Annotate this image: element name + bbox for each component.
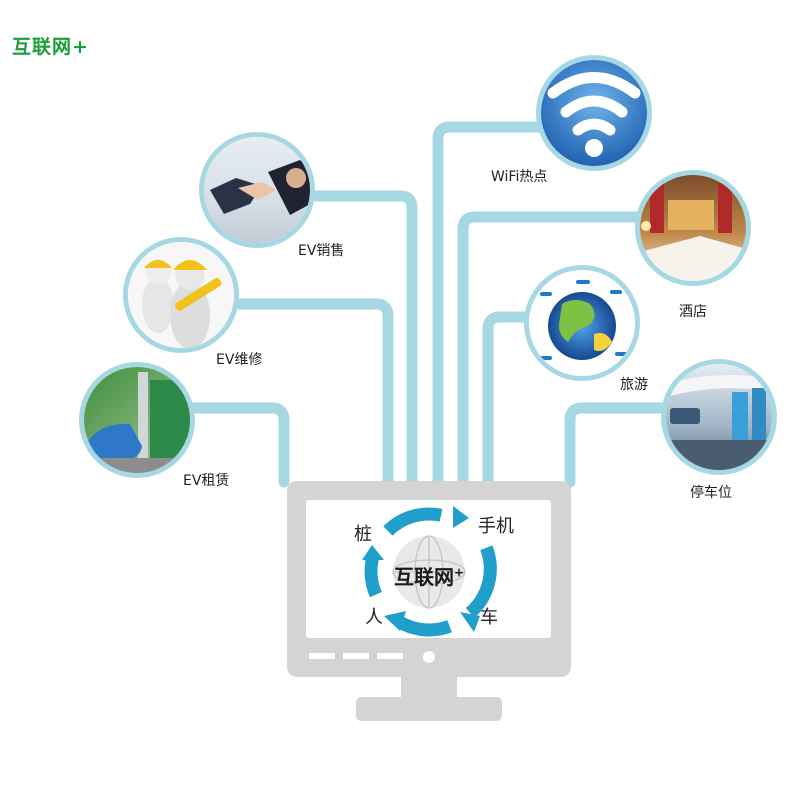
hub-graphic xyxy=(362,506,497,637)
label-ev-sales: EV销售 xyxy=(298,243,345,259)
connector-parking xyxy=(564,402,672,488)
wifi-cloud-icon xyxy=(541,60,647,166)
photo-ev-rental xyxy=(79,362,195,478)
monitor-stand xyxy=(356,697,502,721)
handshake-icon xyxy=(204,137,310,243)
hub-label-plus: + xyxy=(454,565,465,580)
cycle-word-car: 车 xyxy=(480,607,498,628)
label-wifi: WiFi热点 xyxy=(491,169,548,185)
cycle-word-phone: 手机 xyxy=(478,516,514,537)
cycle-word-pile: 桩 xyxy=(354,524,372,545)
monitor-button-2 xyxy=(343,653,369,659)
photo-ev-sales xyxy=(199,132,315,248)
workers-icon xyxy=(128,242,234,348)
cycle-word-person: 人 xyxy=(365,607,383,628)
monitor-button-3 xyxy=(377,653,403,659)
connector-hotel xyxy=(457,211,646,488)
photo-hotel xyxy=(635,170,751,286)
label-hotel: 酒店 xyxy=(679,304,707,320)
label-ev-rental: EV租赁 xyxy=(183,473,230,489)
connector-ev-sales xyxy=(304,190,418,488)
label-ev-repair: EV维修 xyxy=(216,352,263,368)
connector-lines xyxy=(184,121,672,488)
connector-ev-repair xyxy=(227,298,394,488)
photo-ev-repair xyxy=(123,237,239,353)
page-title: 互联网+ xyxy=(12,36,89,58)
photo-wifi xyxy=(536,55,652,171)
photo-parking xyxy=(661,359,777,475)
connector-travel xyxy=(482,311,535,488)
hub-label-text: 互联网 xyxy=(394,565,454,589)
connector-ev-rental xyxy=(184,402,290,488)
hub-label: 互联网+ xyxy=(394,561,464,590)
photo-travel xyxy=(524,265,640,381)
monitor-neck xyxy=(401,677,457,699)
power-button xyxy=(423,651,435,663)
connector-wifi xyxy=(432,121,547,488)
label-parking: 停车位 xyxy=(690,485,732,501)
globe-icon xyxy=(529,270,635,376)
hotel-room-icon xyxy=(640,175,746,281)
label-travel: 旅游 xyxy=(620,377,648,393)
monitor-button-1 xyxy=(309,653,335,659)
